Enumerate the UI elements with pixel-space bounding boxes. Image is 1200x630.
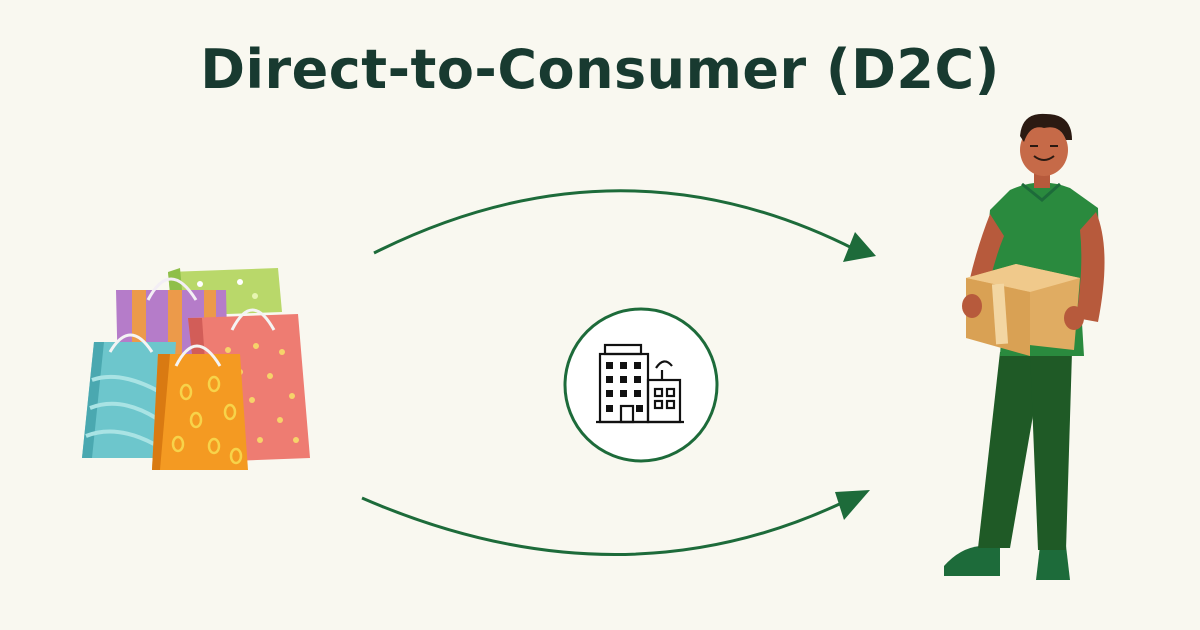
page-title: Direct-to-Consumer (D2C): [200, 38, 1000, 101]
office-building-icon: [563, 307, 719, 463]
top-arrow: [373, 189, 876, 262]
shopping-bags-icon: [82, 268, 310, 470]
delivery-person-icon: [944, 113, 1105, 580]
bottom-arrow: [361, 490, 870, 556]
